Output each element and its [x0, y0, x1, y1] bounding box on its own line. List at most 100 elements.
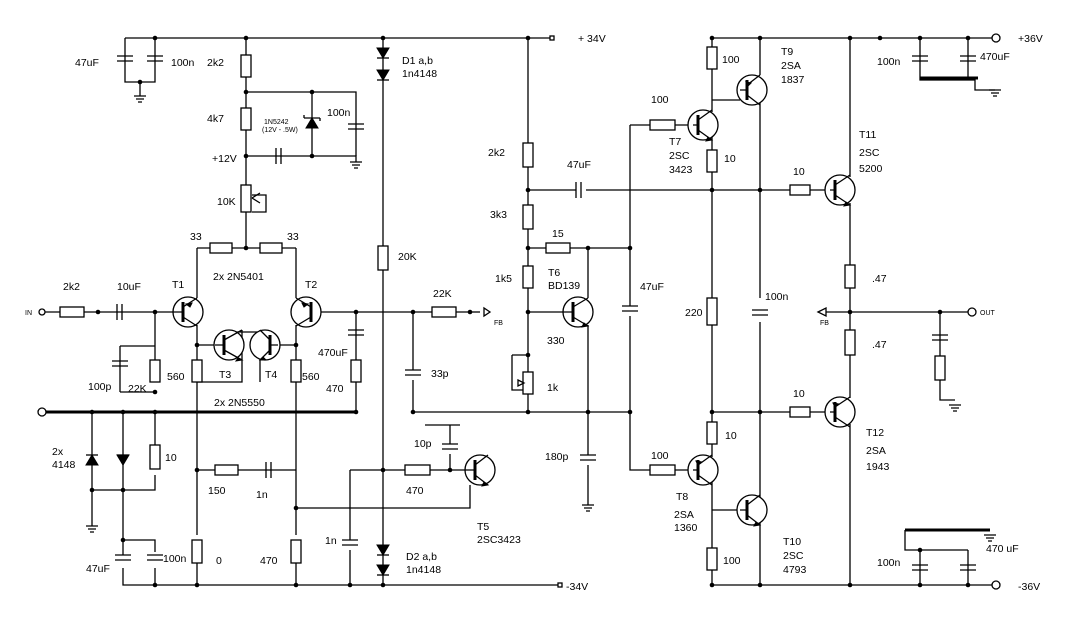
component-label-t8-a: T8 [676, 491, 688, 503]
component-label-r1k5: 1k5 [495, 273, 512, 285]
component-label-r470-c: 470 [406, 485, 424, 497]
component-label-r560-b: 560 [302, 371, 320, 383]
component-label-r100-c: 100 [651, 450, 669, 462]
rail-neg-out-label: -36V [1018, 581, 1040, 593]
component-label-r220: 220 [685, 307, 703, 319]
component-label-c470u-c: 470 uF [986, 543, 1019, 555]
component-label-r33-b: 33 [287, 231, 299, 243]
component-label-r10k: 10K [217, 196, 236, 208]
component-label-t7-c: 3423 [669, 164, 693, 176]
component-label-r470-a: 470 [326, 383, 344, 395]
component-label-t6-b: BD139 [548, 280, 580, 292]
component-label-r3k3: 3k3 [490, 209, 507, 221]
component-label-t8-b: 2SA [674, 509, 694, 521]
component-label-c33p: 33p [431, 368, 449, 380]
component-label-r330: 330 [547, 335, 565, 347]
component-label-r2k2-a: 2k2 [207, 57, 224, 69]
component-label-r0: 0 [216, 555, 222, 567]
component-label-r10-d: 10 [793, 388, 805, 400]
component-label-d2-b: 1n4148 [406, 564, 441, 576]
component-label-pair-pnp: 2x 2N5401 [213, 271, 264, 283]
component-label-t10-c: 4793 [783, 564, 807, 576]
component-label-d2x: 2x [52, 446, 64, 458]
component-label-t11-b: 2SC [859, 147, 880, 159]
wires [45, 37, 1001, 586]
component-label-pair-npn: 2x 2N5550 [214, 397, 265, 409]
fb-label-right: FB [820, 320, 829, 327]
junction-dots [89, 35, 971, 588]
component-label-r470-b: 470 [260, 555, 278, 567]
component-label-r1k: 1k [547, 382, 559, 394]
component-label-r150: 150 [208, 485, 226, 497]
component-label-c470u: 470uF [318, 347, 348, 359]
component-label-c180p: 180p [545, 451, 569, 463]
component-label-c100n-d: 100n [765, 291, 789, 303]
component-label-t1: T1 [172, 279, 184, 291]
diodes [85, 47, 390, 576]
component-label-r47-a: .47 [872, 273, 887, 285]
component-label-r2k2-in: 2k2 [63, 281, 80, 293]
capacitors [112, 55, 976, 571]
component-label-d4148: 4148 [52, 459, 76, 471]
component-label-t12-b: 2SA [866, 445, 886, 457]
component-label-t9-c: 1837 [781, 74, 805, 86]
fb-label-left: FB [494, 320, 503, 327]
component-label-c47u-bot: 47uF [86, 563, 110, 575]
component-label-r10-c: 10 [793, 166, 805, 178]
component-label-c47u-b: 47uF [640, 281, 664, 293]
component-label-t9-a: T9 [781, 46, 793, 58]
component-label-t7-b: 2SC [669, 150, 690, 162]
component-label-c10p: 10p [414, 438, 432, 450]
component-label-t10-b: 2SC [783, 550, 804, 562]
component-label-t12-c: 1943 [866, 461, 890, 473]
component-label-d1-a: D1 a,b [402, 55, 433, 67]
resistors [59, 46, 946, 571]
component-label-t12-a: T12 [866, 427, 884, 439]
component-label-d2-a: D2 a,b [406, 551, 437, 563]
component-label-r20k: 20K [398, 251, 417, 263]
component-label-t7-a: T7 [669, 136, 681, 148]
component-label-c100n-z: 100n [327, 107, 351, 119]
component-label-c10u: 10uF [117, 281, 141, 293]
component-label-r10-a: 10 [165, 452, 177, 464]
component-label-c1n-b: 1n [325, 535, 337, 547]
component-label-r33-a: 33 [190, 231, 202, 243]
rail-pos-label: + 34V [578, 33, 606, 45]
component-label-r100-b: 100 [722, 54, 740, 66]
component-label-t2: T2 [305, 279, 317, 291]
component-label-d1-b: 1n4148 [402, 68, 437, 80]
component-label-t8-c: 1360 [674, 522, 698, 534]
component-label-t9-b: 2SA [781, 60, 801, 72]
component-label-v12: +12V [212, 153, 237, 165]
component-label-t10-a: T10 [783, 536, 801, 548]
component-label-r10-e: 10 [725, 430, 737, 442]
component-label-r15: 15 [552, 228, 564, 240]
component-label-c100p: 100p [88, 381, 112, 393]
component-label-t5-b: 2SC3423 [477, 534, 521, 546]
component-label-t5-a: T5 [477, 521, 489, 533]
input-label: IN [25, 310, 32, 317]
transistors [172, 74, 856, 527]
terminals [37, 33, 1001, 590]
component-label-c47u-mid: 47uF [567, 159, 591, 171]
component-label-r22k-fb: 22K [433, 288, 452, 300]
component-label-c47u-top: 47uF [75, 57, 99, 69]
component-label-t11-c: 5200 [859, 163, 883, 175]
potentiometers [240, 184, 526, 388]
component-label-c100n-bot: 100n [163, 553, 187, 565]
component-label-c1n-a: 1n [256, 489, 268, 501]
component-label-c100n-e: 100n [877, 557, 901, 569]
component-label-c100n-top: 100n [171, 57, 195, 69]
component-label-r47-b: .47 [872, 339, 887, 351]
component-label-c100n-c: 100n [877, 56, 901, 68]
output-label: OUT [980, 310, 996, 317]
component-label-r4k7: 4k7 [207, 113, 224, 125]
component-label-c470u-b: 470uF [980, 51, 1010, 63]
component-label-r100-a: 100 [651, 94, 669, 106]
component-label-t3: T3 [219, 369, 231, 381]
component-label-t11-a: T11 [859, 129, 876, 141]
component-label-z-a: 1N5242 [264, 119, 289, 126]
component-label-r22k-a: 22K [128, 383, 147, 395]
